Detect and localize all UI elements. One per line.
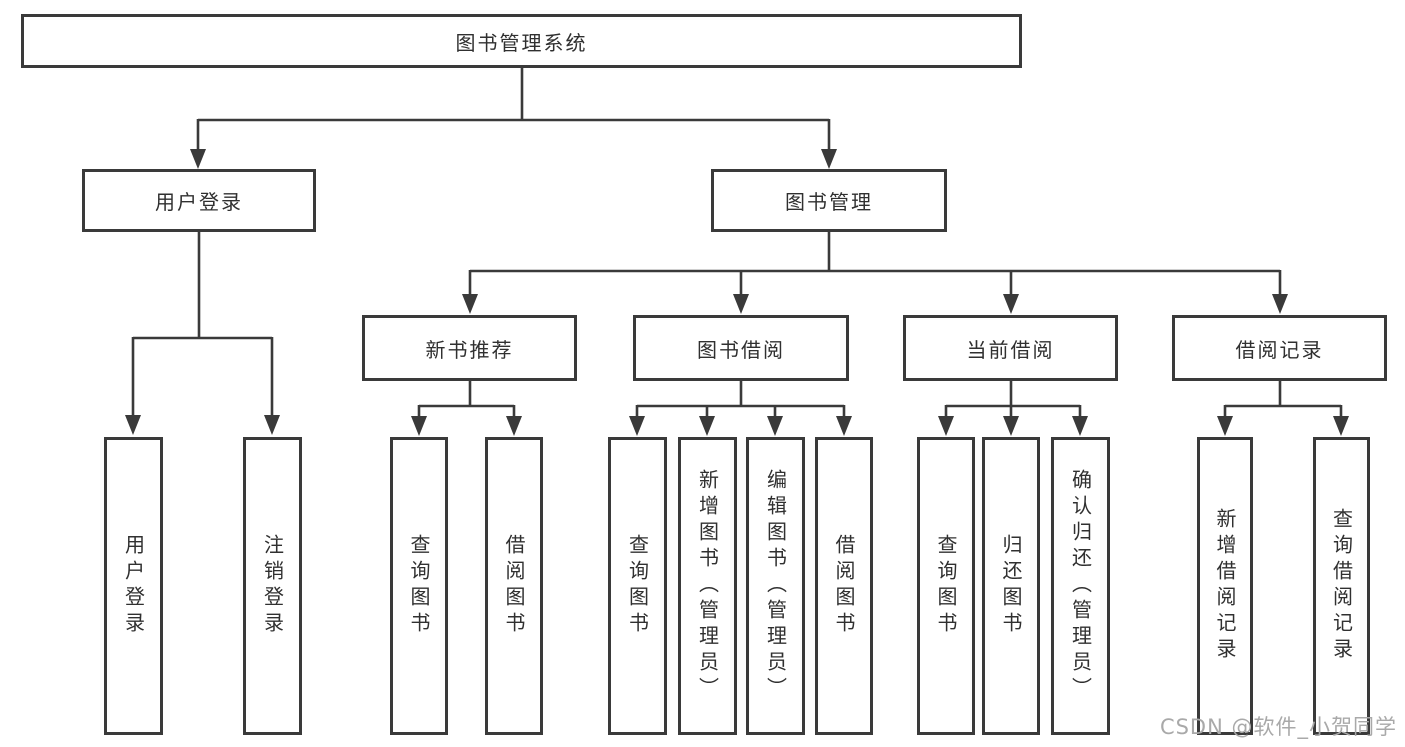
node-leaf-add-borrow-record: 新增借阅记录 bbox=[1197, 437, 1253, 735]
node-label: 用户登录 bbox=[155, 190, 243, 214]
node-label: 查询图书 bbox=[625, 534, 650, 638]
node-leaf-query-borrow-record: 查询借阅记录 bbox=[1313, 437, 1370, 735]
node-label: 图书管理系统 bbox=[455, 30, 588, 55]
node-label: 新增图书（管理员） bbox=[695, 469, 720, 703]
node-label: 图书借阅 bbox=[697, 337, 785, 362]
node-leaf-return-books: 归还图书 bbox=[982, 437, 1040, 735]
node-label: 注销登录 bbox=[260, 534, 285, 638]
node-user-login: 用户登录 bbox=[82, 169, 316, 232]
connector-userlogin-to-leaves bbox=[125, 231, 280, 435]
node-book-borrowing: 图书借阅 bbox=[633, 315, 849, 381]
node-leaf-logout: 注销登录 bbox=[243, 437, 302, 735]
node-leaf-edit-books-admin: 编辑图书（管理员） bbox=[746, 437, 805, 735]
connector-current-to-leaves bbox=[938, 380, 1088, 436]
csdn-watermark: CSDN @软件_小贺同学 bbox=[1159, 715, 1397, 739]
node-leaf-borrow-books-2: 借阅图书 bbox=[815, 437, 873, 735]
node-label: 用户登录 bbox=[121, 534, 146, 638]
node-root: 图书管理系统 bbox=[21, 14, 1022, 68]
node-leaf-confirm-return-admin: 确认归还（管理员） bbox=[1051, 437, 1110, 735]
node-leaf-borrow-books-1: 借阅图书 bbox=[485, 437, 543, 735]
connector-records-to-leaves bbox=[1217, 380, 1349, 436]
node-borrowing-records: 借阅记录 bbox=[1172, 315, 1387, 381]
connector-bookmgmt-to-level3 bbox=[462, 231, 1288, 314]
node-label: 借阅图书 bbox=[832, 534, 856, 638]
node-label: 新增借阅记录 bbox=[1213, 508, 1237, 664]
node-leaf-user-login: 用户登录 bbox=[104, 437, 163, 735]
node-label: 查询图书 bbox=[407, 534, 431, 638]
node-new-book-recommend: 新书推荐 bbox=[362, 315, 577, 381]
node-leaf-query-books-1: 查询图书 bbox=[390, 437, 448, 735]
node-label: 图书管理 bbox=[785, 190, 873, 214]
node-current-borrowing: 当前借阅 bbox=[903, 315, 1118, 381]
node-label: 借阅记录 bbox=[1235, 337, 1324, 362]
node-label: 查询借阅记录 bbox=[1329, 508, 1354, 664]
connector-newbook-to-leaves bbox=[411, 380, 522, 436]
node-leaf-query-books-3: 查询图书 bbox=[917, 437, 975, 735]
node-label: 查询图书 bbox=[934, 534, 958, 638]
node-leaf-add-books-admin: 新增图书（管理员） bbox=[678, 437, 737, 735]
node-book-management: 图书管理 bbox=[711, 169, 947, 232]
node-label: 借阅图书 bbox=[502, 534, 526, 638]
node-label: 编辑图书（管理员） bbox=[763, 469, 788, 703]
connector-borrowing-to-leaves bbox=[629, 380, 852, 436]
node-label: 归还图书 bbox=[999, 534, 1023, 638]
node-label: 当前借阅 bbox=[966, 337, 1055, 362]
node-label: 新书推荐 bbox=[425, 337, 514, 362]
connector-root-to-level2 bbox=[190, 67, 837, 169]
node-label: 确认归还（管理员） bbox=[1068, 469, 1093, 703]
node-leaf-query-books-2: 查询图书 bbox=[608, 437, 667, 735]
